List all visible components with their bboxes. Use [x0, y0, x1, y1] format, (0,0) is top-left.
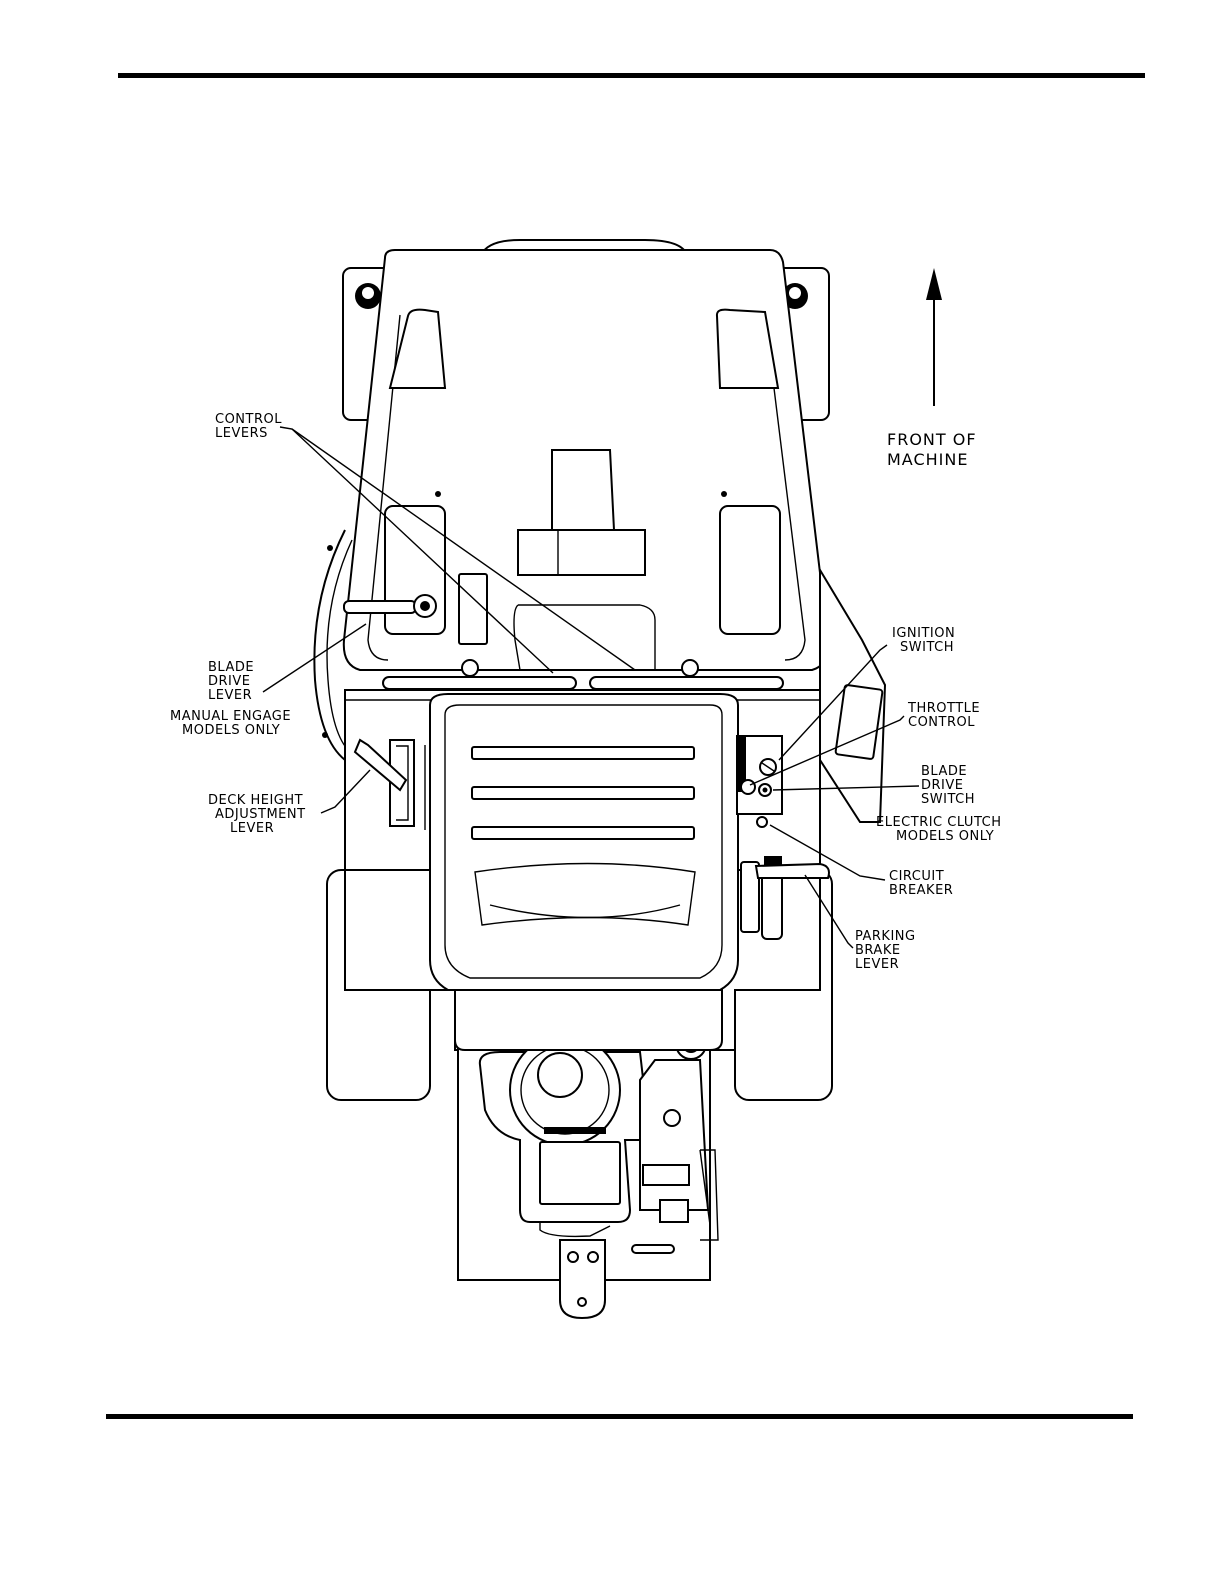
label-pb-3: LEVER — [855, 957, 899, 972]
label-throttle-1: THROTTLE — [907, 701, 980, 716]
label-bdl-1: BLADE — [208, 660, 254, 675]
label-bdl-2: DRIVE — [208, 674, 250, 689]
label-ignition-1: IGNITION — [892, 626, 955, 641]
label-cb-2: BREAKER — [889, 883, 953, 898]
label-deck-3: LEVER — [230, 821, 274, 836]
label-blade-drive-lever: BLADE DRIVE LEVER — [208, 660, 254, 703]
label-control-levers-1: CONTROL — [215, 412, 282, 427]
label-clutch-1: ELECTRIC CLUTCH — [876, 815, 1001, 830]
label-manual-2: MODELS ONLY — [182, 723, 280, 738]
label-front-2: MACHINE — [887, 450, 968, 469]
label-throttle-2: CONTROL — [908, 715, 975, 730]
label-parking-brake: PARKING BRAKE LEVER — [855, 929, 916, 972]
label-control-levers: CONTROL LEVERS — [215, 412, 282, 441]
front-direction-arrow — [926, 268, 942, 406]
label-bds-2: DRIVE — [921, 778, 963, 793]
label-cb-1: CIRCUIT — [889, 869, 944, 884]
label-manual-engage: MANUAL ENGAGE MODELS ONLY — [170, 709, 291, 738]
label-pb-2: BRAKE — [855, 943, 901, 958]
label-blade-drive-switch: BLADE DRIVE SWITCH — [921, 764, 975, 807]
label-circuit-breaker: CIRCUIT BREAKER — [889, 869, 953, 898]
label-ignition-2: SWITCH — [900, 640, 954, 655]
label-front-1: FRONT OF — [887, 430, 977, 449]
label-control-levers-2: LEVERS — [215, 426, 268, 441]
label-front-of-machine: FRONT OF MACHINE — [887, 430, 977, 469]
label-deck-1: DECK HEIGHT — [208, 793, 303, 808]
label-manual-1: MANUAL ENGAGE — [170, 709, 291, 724]
label-bds-1: BLADE — [921, 764, 967, 779]
label-throttle-control: THROTTLE CONTROL — [907, 701, 980, 730]
label-ignition-switch: IGNITION SWITCH — [892, 626, 955, 655]
label-deck-height: DECK HEIGHT ADJUSTMENT LEVER — [208, 793, 306, 836]
label-bdl-3: LEVER — [208, 688, 252, 703]
label-clutch-2: MODELS ONLY — [896, 829, 994, 844]
label-bds-3: SWITCH — [921, 792, 975, 807]
label-deck-2: ADJUSTMENT — [215, 807, 306, 822]
label-pb-1: PARKING — [855, 929, 916, 944]
operator-seat — [425, 694, 738, 1050]
label-electric-clutch: ELECTRIC CLUTCH MODELS ONLY — [876, 815, 1001, 844]
